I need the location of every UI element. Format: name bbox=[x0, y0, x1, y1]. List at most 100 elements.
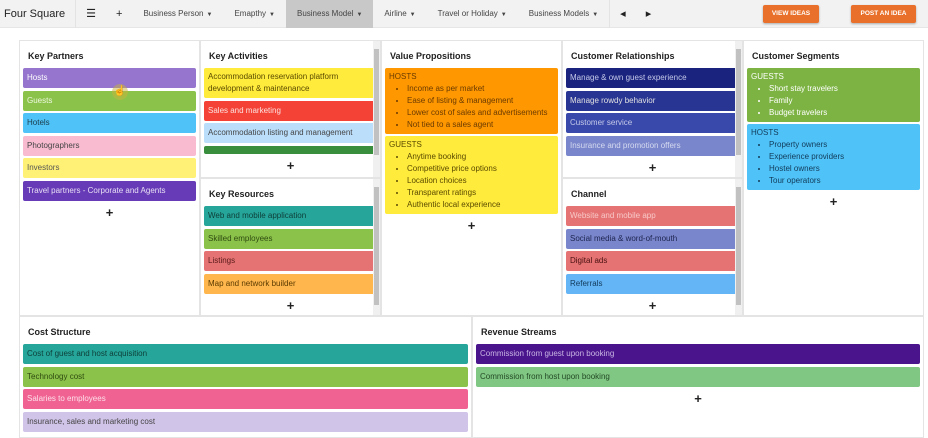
card[interactable]: Referrals bbox=[566, 273, 739, 294]
card-block[interactable]: HOSTS Income as per marketEase of listing… bbox=[385, 68, 558, 134]
card[interactable]: Technology cost bbox=[23, 366, 468, 387]
scrollbar[interactable] bbox=[735, 41, 742, 177]
nav-item-label: Business Model bbox=[296, 8, 354, 18]
bullet-list: Anytime bookingCompetitive price options… bbox=[407, 151, 554, 211]
caret-down-icon: ▼ bbox=[356, 11, 363, 18]
nav-item-label: Emapthy bbox=[234, 8, 267, 18]
add-card-button[interactable]: + bbox=[467, 218, 476, 233]
caret-down-icon: ▼ bbox=[206, 11, 213, 18]
add-card-button[interactable]: + bbox=[648, 160, 657, 175]
scrollbar[interactable] bbox=[373, 179, 380, 315]
prev-icon[interactable]: ◂ bbox=[609, 0, 636, 28]
card[interactable]: Investors bbox=[23, 158, 196, 178]
card[interactable]: Accommodation reservation platform devel… bbox=[204, 68, 377, 98]
add-card-button[interactable]: + bbox=[286, 298, 295, 313]
nav-item-label: Business Person bbox=[143, 8, 204, 18]
bullet-item: Lower cost of sales and advertisements bbox=[407, 107, 554, 119]
add-icon[interactable]: + bbox=[116, 7, 123, 20]
brand-title[interactable]: Four Square bbox=[0, 0, 77, 28]
card[interactable]: Map and network builder bbox=[204, 273, 377, 294]
caret-down-icon: ▼ bbox=[592, 11, 599, 18]
scrollbar-thumb[interactable] bbox=[736, 187, 741, 305]
add-card-button[interactable]: + bbox=[829, 194, 838, 209]
card[interactable]: Listings bbox=[204, 251, 377, 271]
scrollbar[interactable] bbox=[735, 179, 742, 315]
scrollbar-thumb[interactable] bbox=[736, 49, 741, 155]
scrollbar[interactable] bbox=[373, 41, 380, 177]
card-list: HOSTS Income as per marketEase of listing… bbox=[382, 68, 561, 214]
panel-title: Customer Relationships bbox=[571, 51, 675, 61]
card-list: Accommodation reservation platform devel… bbox=[201, 68, 380, 154]
panel-title: Cost Structure bbox=[28, 327, 91, 337]
card[interactable]: Customer service bbox=[566, 113, 739, 133]
add-card-button[interactable]: + bbox=[286, 158, 295, 173]
panel-title: Customer Segments bbox=[752, 51, 840, 61]
card[interactable]: Digital ads bbox=[566, 251, 739, 271]
nav-item-business-person[interactable]: Business Person▼ bbox=[132, 0, 223, 28]
add-card-button[interactable]: + bbox=[694, 391, 702, 406]
post-idea-button[interactable]: POST AN IDEA bbox=[851, 5, 916, 23]
card[interactable]: Social media & word-of-mouth bbox=[566, 228, 739, 249]
card[interactable]: Commission from host upon booking bbox=[476, 366, 920, 387]
card[interactable]: Manage rowdy behavior bbox=[566, 90, 739, 111]
card[interactable]: Skilled employees bbox=[204, 228, 377, 249]
card[interactable]: Manage & own guest experience bbox=[566, 68, 739, 88]
add-card-button[interactable]: + bbox=[20, 434, 471, 437]
card[interactable]: Travel partners - Corporate and Agents bbox=[23, 180, 196, 201]
nav-item-business-models[interactable]: Business Models▼ bbox=[518, 0, 609, 28]
block-heading: GUESTS bbox=[751, 72, 784, 81]
card[interactable]: Accommodation listing and management bbox=[204, 123, 377, 143]
card[interactable] bbox=[204, 145, 377, 154]
card[interactable]: Salaries to employees bbox=[23, 389, 468, 409]
add-card-button[interactable]: + bbox=[648, 298, 657, 313]
card[interactable]: Photographers bbox=[23, 135, 196, 156]
card[interactable]: Commission from guest upon booking bbox=[476, 344, 920, 364]
bullet-item: Not tied to a sales agent bbox=[407, 119, 554, 131]
cursor-pointer-icon: ☝ bbox=[112, 84, 128, 100]
nav-item-label: Travel or Holiday bbox=[437, 8, 498, 18]
card[interactable]: Insurance, sales and marketing cost bbox=[23, 411, 468, 432]
bullet-item: Anytime booking bbox=[407, 151, 554, 163]
nav-item-travel-or-holiday[interactable]: Travel or Holiday▼ bbox=[427, 0, 518, 28]
nav-item-label: Business Models bbox=[528, 8, 590, 18]
scrollbar-thumb[interactable] bbox=[374, 187, 379, 305]
bullet-list: Income as per marketEase of listing & ma… bbox=[407, 83, 554, 131]
bullet-list: Property ownersExperience providersHoste… bbox=[769, 139, 916, 187]
card[interactable]: Hotels bbox=[23, 113, 196, 133]
card[interactable]: Guests bbox=[23, 90, 196, 111]
next-icon[interactable]: ▸ bbox=[645, 7, 652, 20]
nav-item-business-model[interactable]: Business Model▼ bbox=[285, 0, 374, 28]
customer-segments-panel: Customer SegmentsGUESTSShort stay travel… bbox=[743, 40, 924, 316]
nav-item-emapthy[interactable]: Emapthy▼ bbox=[223, 0, 286, 28]
block-heading: HOSTS bbox=[389, 72, 417, 81]
value-propositions-panel: Value PropositionsHOSTSIncome as per mar… bbox=[381, 40, 562, 316]
block-heading: HOSTS bbox=[751, 128, 779, 137]
card[interactable]: Sales and marketing bbox=[204, 100, 377, 121]
menu-icon[interactable]: ☰ bbox=[86, 7, 97, 20]
card-block[interactable]: HOSTS Property ownersExperience providers… bbox=[747, 124, 920, 190]
card[interactable]: Cost of guest and host acquisition bbox=[23, 344, 468, 364]
add-card-button[interactable]: + bbox=[105, 205, 114, 220]
card[interactable]: Hosts bbox=[23, 68, 196, 88]
caret-down-icon: ▼ bbox=[269, 11, 275, 18]
card-block[interactable]: GUESTS Anytime bookingCompetitive price o… bbox=[385, 136, 558, 214]
card[interactable]: Insurance and promotion offers bbox=[566, 135, 739, 156]
card[interactable]: Web and mobile application bbox=[204, 206, 377, 226]
nav-item-airline[interactable]: Airline▼ bbox=[373, 0, 426, 28]
bullet-item: Competitive price options bbox=[407, 163, 554, 175]
panel-title: Key Activities bbox=[209, 51, 268, 61]
view-ideas-button[interactable]: VIEW IDEAS bbox=[763, 5, 819, 23]
card[interactable]: Website and mobile app bbox=[566, 206, 739, 226]
card-block[interactable]: GUESTSShort stay travelersFamilyBudget t… bbox=[747, 68, 920, 122]
scrollbar-thumb[interactable] bbox=[374, 49, 379, 155]
block-heading: GUESTS bbox=[389, 140, 422, 149]
bullet-item: Authentic local experience bbox=[407, 199, 554, 211]
